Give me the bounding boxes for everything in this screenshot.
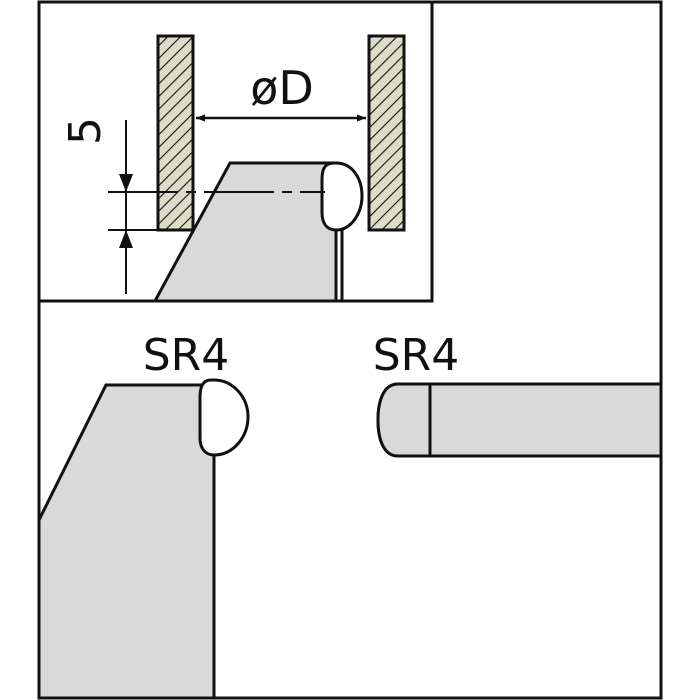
- offset-arrow-up: [119, 230, 133, 248]
- offset-arrow-down: [119, 174, 133, 192]
- left-tip-radius-label: SR4: [143, 330, 230, 381]
- inset-bore-wall-left: [156, 34, 195, 232]
- right-tip-radius-label: SR4: [373, 330, 460, 381]
- inset-spherical-tip: [320, 161, 364, 232]
- bore-diameter-label: øD: [250, 61, 314, 115]
- right-spherical-tip: [376, 382, 432, 458]
- offset-label: 5: [60, 117, 111, 145]
- inset-bore-wall-right: [367, 34, 406, 232]
- left-spherical-tip: [198, 378, 250, 457]
